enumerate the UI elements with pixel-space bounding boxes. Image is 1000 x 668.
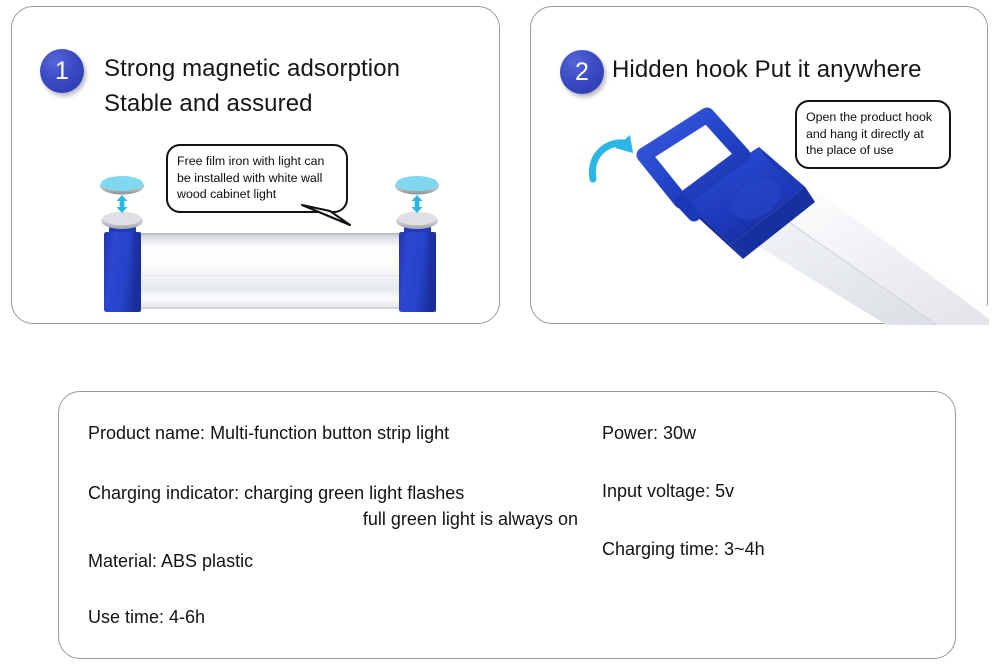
feature-panel-1 xyxy=(11,6,500,324)
magnet-pair-right xyxy=(395,176,439,229)
step-number-badge-2: 2 xyxy=(560,50,604,94)
spec-power: Power: 30w xyxy=(602,423,697,443)
callout-bubble-1: Free film iron with light can be install… xyxy=(166,144,348,213)
step-number-badge-1: 1 xyxy=(40,49,84,93)
curved-rotate-arrow-icon xyxy=(588,135,633,183)
panel-heading-2: Hidden hook Put it anywhere xyxy=(612,56,922,83)
spec-column-left: Product name: Multi-function button stri… xyxy=(88,420,578,630)
callout-bubble-2: Open the product hook and hang it direct… xyxy=(795,100,951,169)
spec-input-voltage: Input voltage: 5v xyxy=(602,481,735,501)
feature-panel-2 xyxy=(530,6,989,325)
spec-use-time: Use time: 4-6h xyxy=(88,607,206,627)
spec-product-name: Product name: Multi-function button stri… xyxy=(88,423,450,443)
magnetic-strip-light-illustration xyxy=(100,176,439,312)
hidden-hook-illustration xyxy=(588,107,989,325)
spec-charging-time: Charging time: 3~4h xyxy=(602,539,765,559)
specifications-panel xyxy=(58,391,956,659)
magnet-arrows-icon xyxy=(411,195,423,213)
spec-charging-indicator-cont: full green light is always on xyxy=(362,509,578,529)
spec-charging-indicator: Charging indicator: charging green light… xyxy=(88,483,465,503)
spec-material: Material: ABS plastic xyxy=(88,551,254,571)
magnet-pair-left xyxy=(100,176,144,229)
spec-column-right: Power: 30w Input voltage: 5v Charging ti… xyxy=(602,420,932,562)
magnet-arrows-icon xyxy=(116,195,128,213)
callout-tail-1 xyxy=(300,203,352,227)
panel-heading-1: Strong magnetic adsorption Stable and as… xyxy=(104,55,401,117)
hook-loop xyxy=(636,107,751,222)
